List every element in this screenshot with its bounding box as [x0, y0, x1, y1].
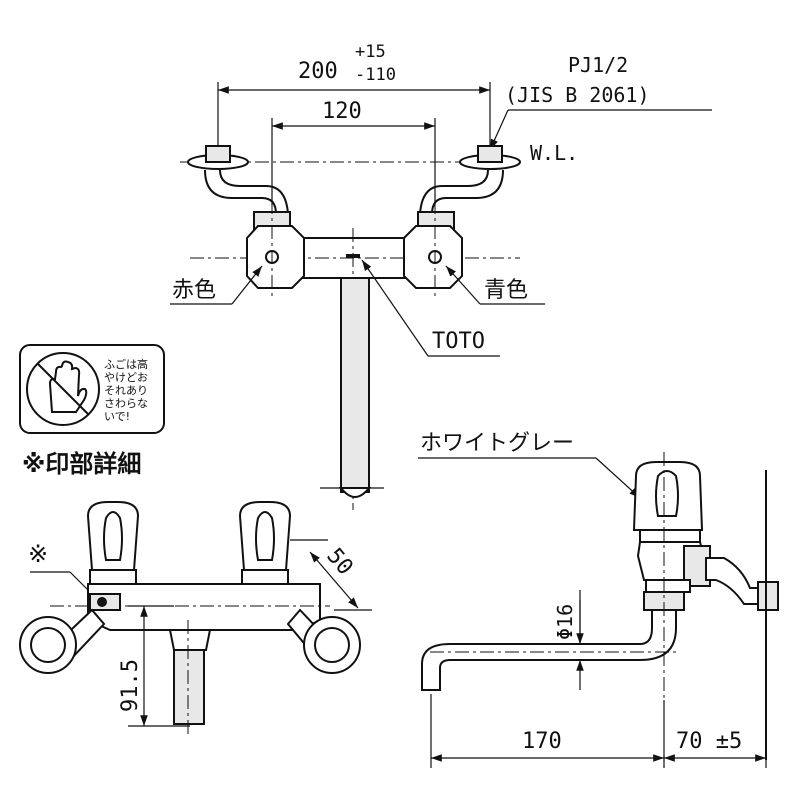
dim-tol-plus: +15	[355, 42, 386, 62]
thread-std-label: (JIS B 2061)	[505, 83, 650, 107]
print-detail-label: ※印部詳細	[22, 450, 141, 478]
mark-label: ※	[28, 540, 48, 568]
hot-label: 赤色	[172, 278, 216, 303]
dim-120: 120	[322, 99, 362, 124]
warning-line-1: ふごは高	[104, 357, 148, 371]
dim-170: 170	[522, 729, 562, 754]
warning-line-2: やけどお	[104, 371, 148, 384]
color-name-label: ホワイトグレー	[420, 431, 574, 456]
hand-icon	[48, 360, 88, 413]
dim-70: 70 ±5	[676, 729, 742, 754]
warning-line-5: いで!	[104, 410, 130, 423]
dim-91-5: 91.5	[118, 659, 143, 712]
top-view: 200 +15 -110 120 PJ1/2 (JIS B 2061) W.L.	[170, 42, 712, 510]
front-view: ※ 91.5 50	[19, 501, 372, 735]
thread-label: PJ1/2	[568, 53, 628, 77]
dim-line-50	[309, 551, 359, 609]
dim-phi16: Φ16	[553, 604, 577, 640]
dim-50: 50	[321, 544, 357, 580]
dim-200: 200	[298, 59, 338, 84]
brand-label: TOTO	[432, 329, 485, 354]
side-view: ホワイトグレー Φ16 170 70 ±5	[418, 431, 779, 768]
warning-label-detail: ふごは高 やけどお それあり さわらな いで! ※印部詳細	[19, 344, 165, 478]
warning-line-4: さわらな	[104, 397, 148, 410]
cold-label: 青色	[484, 278, 528, 303]
dim-tol-minus: -110	[355, 65, 396, 85]
water-level-label: W.L.	[530, 141, 578, 165]
warning-line-3: それあり	[104, 384, 148, 397]
